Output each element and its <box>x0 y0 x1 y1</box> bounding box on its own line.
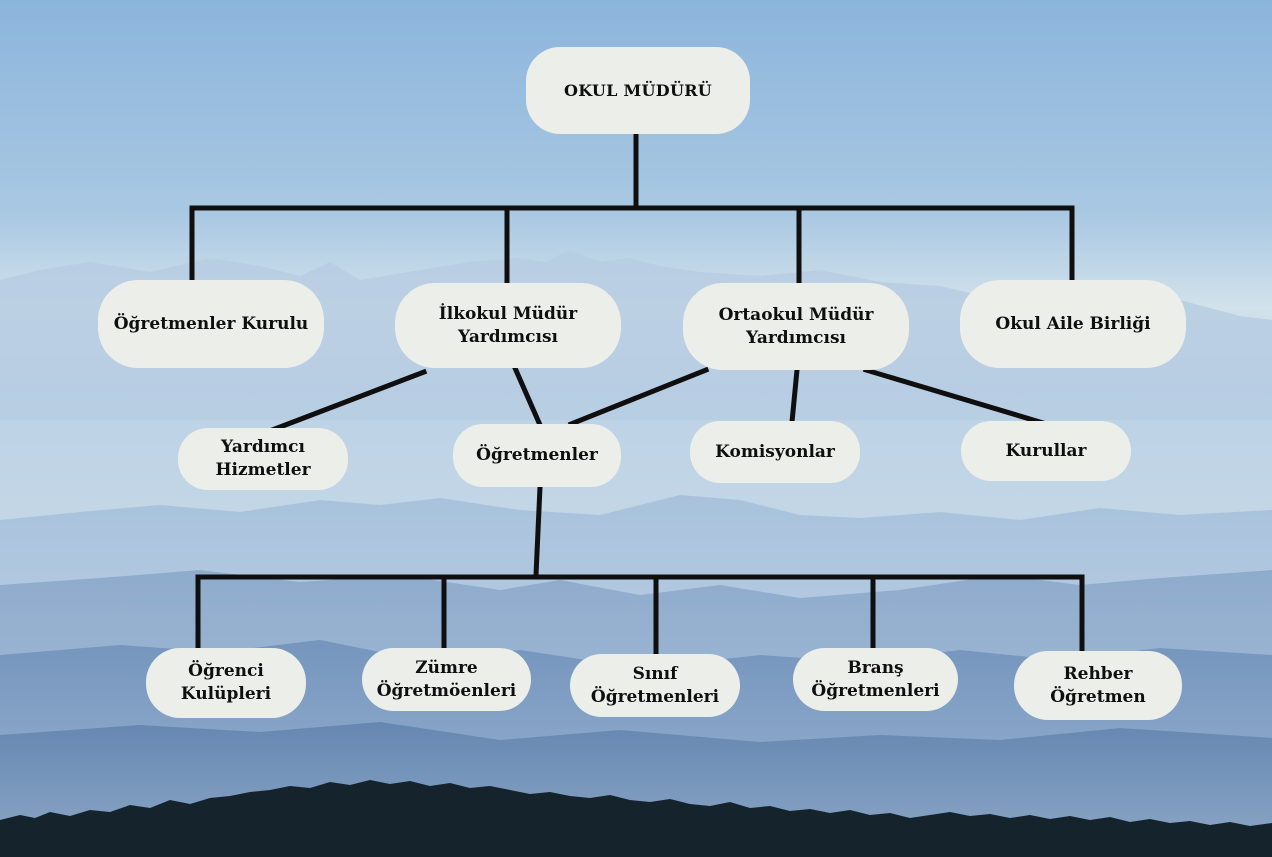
connector-ortaokul-ogretmenler <box>567 366 710 428</box>
node-ortaokul-mudur-yardimcisi: Ortaokul Müdür Yardımcısı <box>683 283 909 370</box>
connector-ortaokul-komisyonlar <box>789 367 800 425</box>
node-zumre-ogretmenleri: Zümre Öğretmöenleri <box>362 648 531 711</box>
node-komisyonlar: Komisyonlar <box>690 421 860 483</box>
node-okul-muduru: OKUL MÜDÜRÜ <box>526 47 750 134</box>
node-brans-ogretmenleri: Branş Öğretmenleri <box>793 648 958 711</box>
node-okul-aile-birligi: Okul Aile Birliği <box>960 280 1186 368</box>
node-sinif-ogretmenleri: Sınıf Öğretmenleri <box>570 654 740 717</box>
node-rehber-ogretmen: Rehber Öğretmen <box>1014 651 1182 720</box>
node-ilkokul-mudur-yardimcisi: İlkokul Müdür Yardımcısı <box>395 283 621 368</box>
connector-ortaokul-kurullar <box>862 366 1054 429</box>
node-kurullar: Kurullar <box>961 421 1131 481</box>
treeline <box>0 780 1272 857</box>
node-ogretmenler: Öğretmenler <box>453 424 621 487</box>
connector-ogretmenler-stem <box>533 484 543 578</box>
connector-ilkokul-ogretmenler <box>511 364 544 429</box>
connector-ilkokul-yardimci <box>263 368 428 436</box>
node-yardimci-hizmetler: Yardımcı Hizmetler <box>178 428 348 490</box>
node-ogretmenler-kurulu: Öğretmenler Kurulu <box>98 280 324 368</box>
far-ridge <box>0 250 1272 420</box>
node-ogrenci-kulupleri: Öğrenci Kulüpleri <box>146 648 306 718</box>
